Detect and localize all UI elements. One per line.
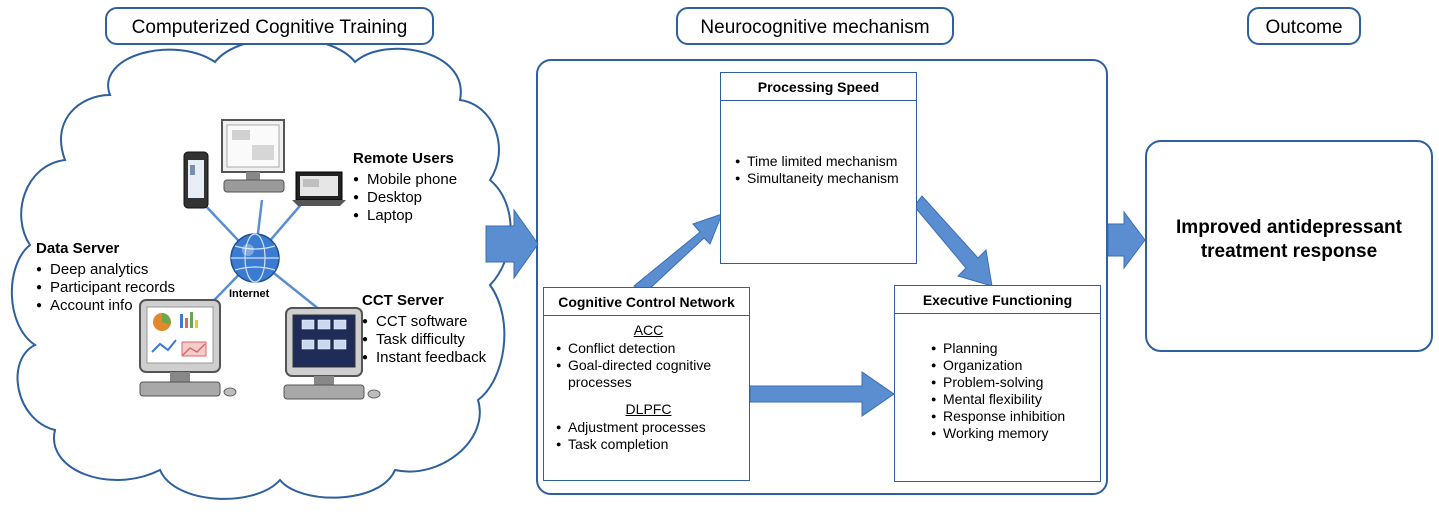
executive-functioning-box: Executive Functioning Planning Organizat… <box>894 285 1101 482</box>
dlpfc-list: Adjustment processes Task completion <box>556 419 741 453</box>
laptop-icon <box>292 171 346 206</box>
globe-icon <box>230 233 280 283</box>
processing-speed-list: Time limited mechanism Simultaneity mech… <box>735 153 916 187</box>
list-item: Planning <box>931 340 1100 357</box>
outcome-box: Improved antidepressant treatment respon… <box>1145 140 1433 352</box>
remote-users-list: Mobile phone Desktop Laptop <box>353 171 457 225</box>
cct-server-title: CCT Server <box>362 292 444 309</box>
arrow-mechanism-to-outcome <box>1107 210 1146 270</box>
list-item: Task difficulty <box>362 331 486 349</box>
list-item: Mental flexibility <box>931 391 1100 408</box>
cct-server-block: CCT Server CCT software Task difficulty … <box>362 292 486 367</box>
list-item: Account info <box>36 297 175 315</box>
list-item: Working memory <box>931 425 1100 442</box>
list-item: Desktop <box>353 189 457 207</box>
remote-users-block: Remote Users Mobile phone Desktop Laptop <box>353 150 457 225</box>
data-server-title: Data Server <box>36 240 120 257</box>
acc-heading: ACC <box>633 322 664 338</box>
arrow-cct-to-mechanism <box>485 208 539 280</box>
list-item: Conflict detection <box>556 340 741 357</box>
list-item: Laptop <box>353 207 457 225</box>
executive-functioning-title: Executive Functioning <box>895 286 1100 314</box>
outcome-section-title: Outcome <box>1247 7 1361 45</box>
list-item: Simultaneity mechanism <box>735 170 916 187</box>
cct-server-list: CCT software Task difficulty Instant fee… <box>362 313 486 367</box>
neuro-section-title: Neurocognitive mechanism <box>676 7 954 45</box>
data-server-list: Deep analytics Participant records Accou… <box>36 261 175 315</box>
executive-list: Planning Organization Problem-solving Me… <box>931 340 1100 442</box>
list-item: Time limited mechanism <box>735 153 916 170</box>
list-item: Problem-solving <box>931 374 1100 391</box>
mechanism-frame <box>536 59 1108 495</box>
data-server-block: Data Server Deep analytics Participant r… <box>36 240 175 315</box>
list-item: Adjustment processes <box>556 419 741 436</box>
internet-label: Internet <box>229 288 270 300</box>
remote-users-title: Remote Users <box>353 150 454 167</box>
dlpfc-heading: DLPFC <box>625 401 672 417</box>
mobile-phone-icon <box>183 151 209 209</box>
list-item: Mobile phone <box>353 171 457 189</box>
data-server-computer-icon <box>139 299 237 397</box>
acc-list: Conflict detection Goal-directed cogniti… <box>556 340 741 391</box>
arrow-control-to-speed <box>633 213 723 293</box>
list-item: Goal-directed cognitive processes <box>556 357 741 391</box>
processing-speed-box: Processing Speed Time limited mechanism … <box>720 72 917 264</box>
list-item: Instant feedback <box>362 349 486 367</box>
list-item: CCT software <box>362 313 486 331</box>
list-item: Task completion <box>556 436 741 453</box>
cct-server-computer-icon <box>283 307 381 400</box>
arrow-speed-to-executive <box>913 195 993 287</box>
cognitive-control-title: Cognitive Control Network <box>544 288 749 316</box>
outcome-line-2: treatment response <box>1200 241 1378 262</box>
list-item: Organization <box>931 357 1100 374</box>
cct-section-title: Computerized Cognitive Training <box>105 7 434 45</box>
cognitive-control-box: Cognitive Control Network ACC Conflict d… <box>543 287 750 481</box>
arrow-control-to-executive <box>749 371 895 417</box>
outcome-line-1: Improved antidepressant <box>1176 217 1402 238</box>
processing-speed-title: Processing Speed <box>721 73 916 101</box>
list-item: Participant records <box>36 279 175 297</box>
list-item: Deep analytics <box>36 261 175 279</box>
desktop-icon <box>221 119 285 193</box>
list-item: Response inhibition <box>931 408 1100 425</box>
